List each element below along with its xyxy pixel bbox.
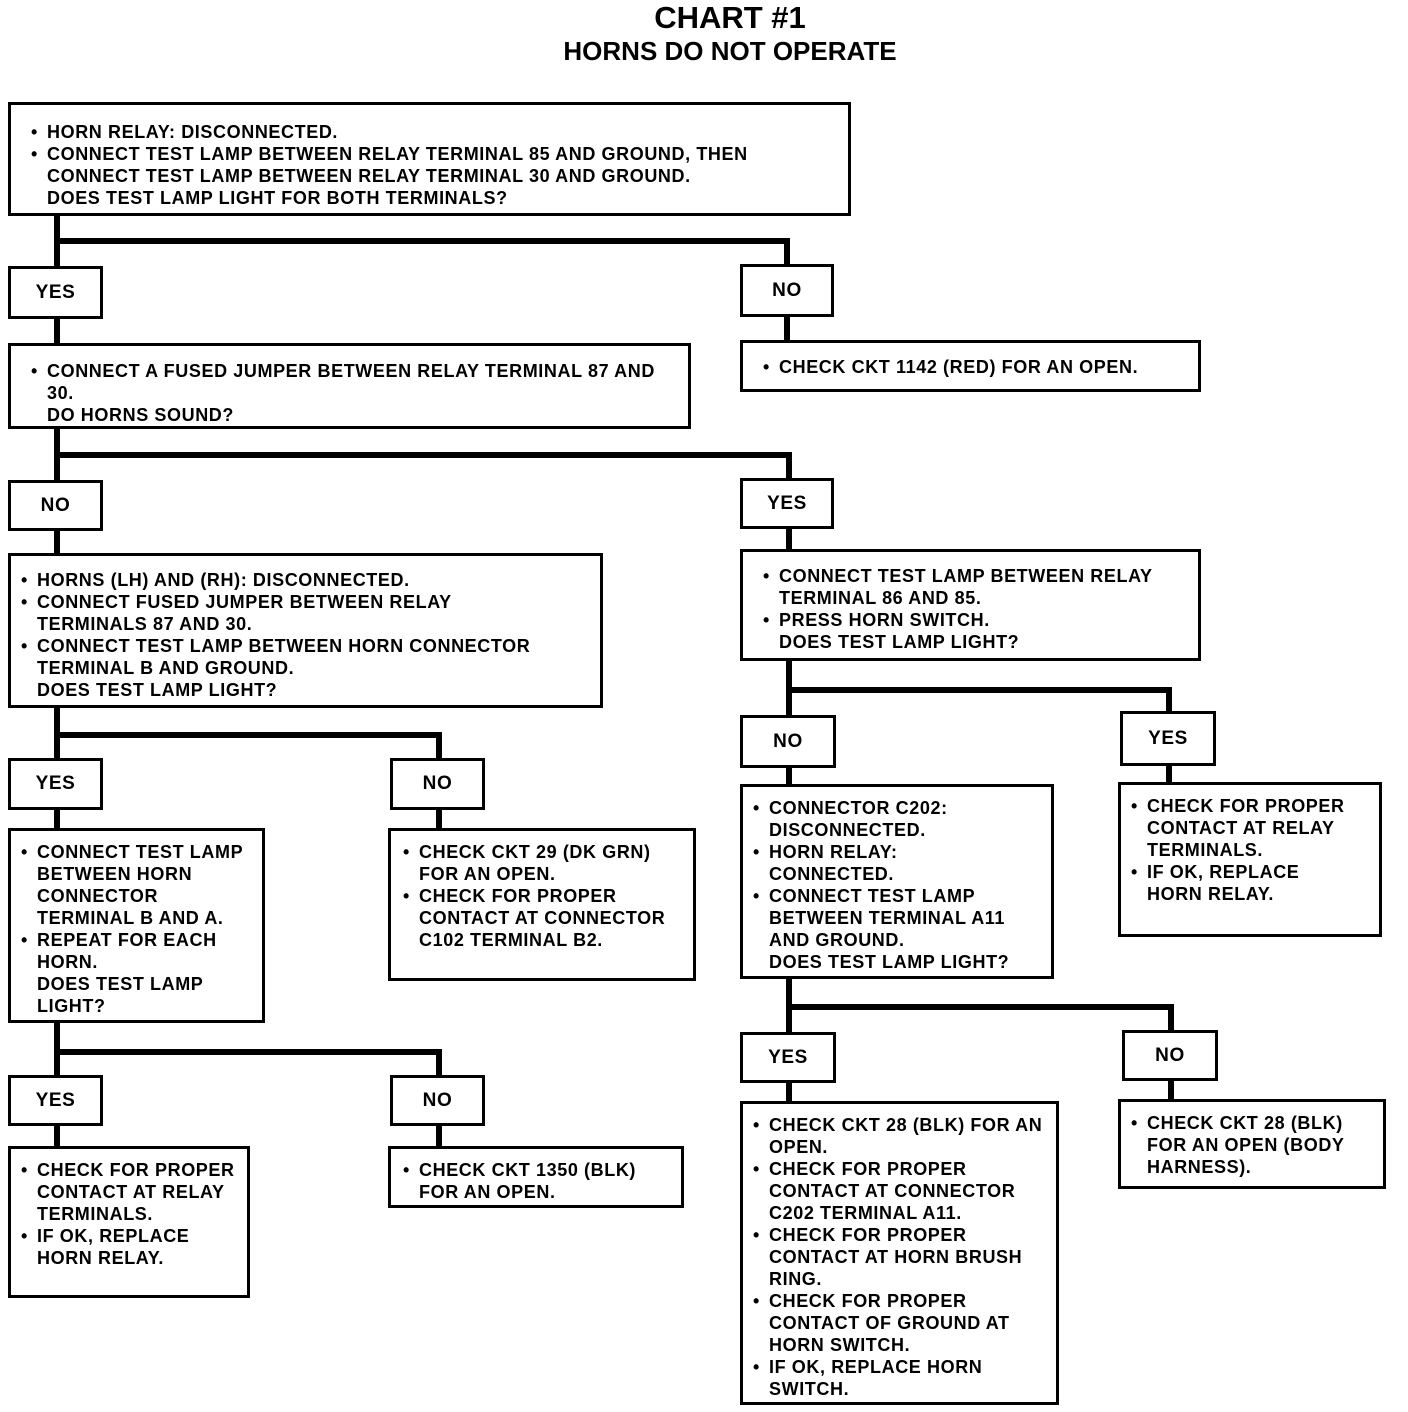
connector (54, 238, 790, 244)
step-3-no-bullet: CHECK CKT 29 (DK GRN) FOR AN OPEN. (403, 841, 689, 885)
connector (436, 732, 442, 762)
connector (1168, 1004, 1174, 1034)
step-5-yes-bullet: CHECK FOR PROPER CONTACT AT RELAY TERMIN… (21, 1159, 237, 1225)
step-5-box: CONNECT TEST LAMP BETWEEN HORN CONNECTOR… (8, 828, 265, 1023)
connector (784, 315, 790, 343)
connector (54, 529, 60, 557)
step-6-yes-bullet: CHECK FOR PROPER CONTACT AT HORN BRUSH R… (753, 1224, 1029, 1290)
connector (54, 1124, 60, 1150)
step-2-yes-label: YES (740, 478, 834, 529)
chart-title: CHART #1 (654, 0, 806, 35)
step-4-bullet: CONNECT TEST LAMP BETWEEN RELAY TERMINAL… (763, 565, 1190, 609)
step-1-box: HORN RELAY: DISCONNECTED. CONNECT TEST L… (8, 102, 851, 216)
step-3-bullet: HORNS (LH) AND (RH): DISCONNECTED. (21, 569, 592, 591)
step-1-bullet: HORN RELAY: DISCONNECTED. (31, 121, 840, 143)
step-3-no-label: NO (390, 758, 485, 810)
step-5-question: DOES TEST LAMP LIGHT? (37, 974, 204, 1016)
step-6-yes-bullet: CHECK FOR PROPER CONTACT AT CONNECTOR C2… (753, 1158, 1052, 1224)
step-6-bullet: CONNECT TEST LAMP BETWEEN TERMINAL A11 A… (753, 885, 1047, 951)
step-5-no-action-box: CHECK CKT 1350 (BLK) FOR AN OPEN. (388, 1146, 684, 1208)
step-6-yes-action-box: CHECK CKT 28 (BLK) FOR AN OPEN. CHECK FO… (740, 1101, 1059, 1405)
step-5-no-label: NO (390, 1075, 485, 1126)
connector (786, 527, 792, 553)
step-1-no-action-box: CHECK CKT 1142 (RED) FOR AN OPEN. (740, 340, 1201, 392)
connector (54, 317, 60, 347)
step-6-yes-bullet: CHECK FOR PROPER CONTACT OF GROUND AT HO… (753, 1290, 1052, 1356)
step-2-question: DO HORNS SOUND? (47, 405, 235, 425)
step-2-no-label: NO (8, 480, 103, 531)
step-4-yes-bullet: CHECK FOR PROPER CONTACT AT RELAY TERMIN… (1131, 795, 1347, 861)
step-6-bullet: CONNECTOR C202: DISCONNECTED. (753, 797, 969, 841)
step-6-no-label: NO (1122, 1030, 1218, 1081)
connector (1168, 1079, 1174, 1103)
step-5-yes-bullet: IF OK, REPLACE HORN RELAY. (21, 1225, 217, 1269)
step-6-yes-label: YES (740, 1032, 836, 1083)
step-4-question: DOES TEST LAMP LIGHT? (779, 632, 1020, 652)
step-4-no-label: NO (740, 715, 836, 768)
step-1-yes-label: YES (8, 266, 103, 319)
connector (54, 1049, 442, 1055)
step-3-question: DOES TEST LAMP LIGHT? (37, 680, 278, 700)
step-1-no-label: NO (740, 264, 834, 317)
step-4-box: CONNECT TEST LAMP BETWEEN RELAY TERMINAL… (740, 549, 1201, 661)
step-4-bullet: PRESS HORN SWITCH. (763, 609, 1190, 631)
step-6-bullet: HORN RELAY: CONNECTED. (753, 841, 929, 885)
connector (786, 1004, 1174, 1010)
connector (786, 452, 792, 482)
step-6-no-action-box: CHECK CKT 28 (BLK) FOR AN OPEN (BODY HAR… (1118, 1099, 1386, 1189)
step-1-no-bullet: CHECK CKT 1142 (RED) FOR AN OPEN. (763, 356, 1190, 378)
step-4-yes-label: YES (1120, 711, 1216, 766)
step-4-yes-bullet: IF OK, REPLACE HORN RELAY. (1131, 861, 1347, 905)
connector (436, 1049, 442, 1077)
step-1-question: DOES TEST LAMP LIGHT FOR BOTH TERMINALS? (47, 188, 508, 208)
step-1-bullet: CONNECT TEST LAMP BETWEEN RELAY TERMINAL… (31, 143, 827, 187)
connector (436, 808, 442, 832)
step-6-yes-bullet: CHECK CKT 28 (BLK) FOR AN OPEN. (753, 1114, 1052, 1158)
connector (436, 1124, 442, 1150)
step-3-no-action-box: CHECK CKT 29 (DK GRN) FOR AN OPEN. CHECK… (388, 828, 696, 981)
connector (54, 732, 442, 738)
step-3-bullet: CONNECT TEST LAMP BETWEEN HORN CONNECTOR… (21, 635, 592, 679)
step-3-box: HORNS (LH) AND (RH): DISCONNECTED. CONNE… (8, 553, 603, 708)
connector (786, 1081, 792, 1105)
connector (54, 452, 792, 458)
step-6-no-bullet: CHECK CKT 28 (BLK) FOR AN OPEN (BODY HAR… (1131, 1112, 1367, 1178)
connector (1166, 764, 1172, 786)
step-6-box: CONNECTOR C202: DISCONNECTED. HORN RELAY… (740, 784, 1054, 979)
step-3-yes-label: YES (8, 758, 103, 810)
step-2-box: CONNECT A FUSED JUMPER BETWEEN RELAY TER… (8, 343, 691, 429)
step-6-yes-bullet: IF OK, REPLACE HORN SWITCH. (753, 1356, 1029, 1400)
step-4-yes-action-box: CHECK FOR PROPER CONTACT AT RELAY TERMIN… (1118, 782, 1382, 937)
step-5-bullet: CONNECT TEST LAMP BETWEEN HORN CONNECTOR… (21, 841, 258, 929)
step-2-bullet: CONNECT A FUSED JUMPER BETWEEN RELAY TER… (31, 360, 677, 404)
step-5-bullet: REPEAT FOR EACH HORN. (21, 929, 258, 973)
connector (786, 766, 792, 788)
connector (54, 808, 60, 832)
step-3-no-bullet: CHECK FOR PROPER CONTACT AT CONNECTOR C1… (403, 885, 689, 951)
connector (784, 238, 790, 268)
connector (1166, 687, 1172, 713)
step-3-bullet: CONNECT FUSED JUMPER BETWEEN RELAY TERMI… (21, 591, 517, 635)
step-5-yes-action-box: CHECK FOR PROPER CONTACT AT RELAY TERMIN… (8, 1146, 250, 1298)
step-6-question: DOES TEST LAMP LIGHT? (769, 952, 1010, 972)
step-5-yes-label: YES (8, 1075, 103, 1126)
connector (786, 687, 1172, 693)
chart-subtitle: HORNS DO NOT OPERATE (563, 36, 897, 66)
step-5-no-bullet: CHECK CKT 1350 (BLK) FOR AN OPEN. (403, 1159, 677, 1203)
